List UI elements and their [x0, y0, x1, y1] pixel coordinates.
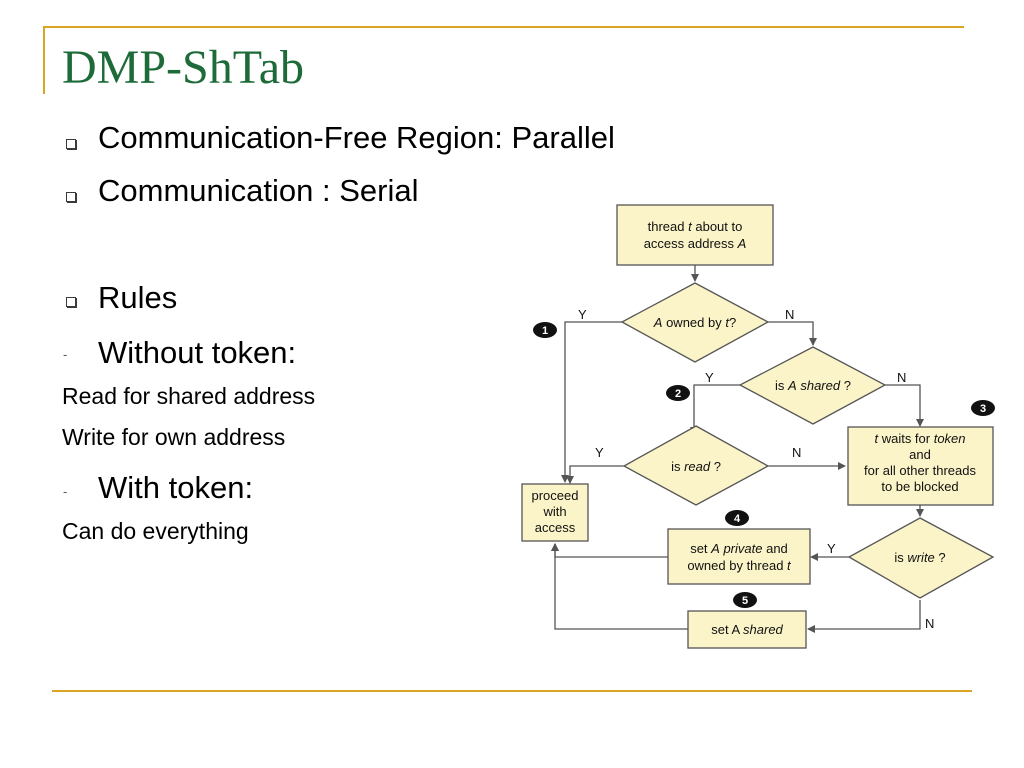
step-badge-1 [533, 322, 557, 338]
step-badge-1-number: 1 [542, 325, 548, 337]
start-box-line1: thread t about to [648, 219, 743, 234]
proceed-box-line3: access [535, 520, 576, 535]
wait-box-line3: for all other threads [864, 463, 977, 478]
proceed-box-line2: with [542, 504, 566, 519]
proceed-box-line1: proceed [532, 488, 579, 503]
step-badge-3-number: 3 [980, 403, 986, 415]
bullet-communication-free: Communication-Free Region: Parallel [98, 120, 615, 155]
set-shared-box [687, 610, 807, 649]
square-bullet-icon [66, 192, 76, 202]
wait-for-token-box [847, 426, 994, 506]
rule-read-shared: Read for shared address [62, 383, 316, 409]
decision-is-shared-label: is A shared ? [775, 378, 851, 393]
decision-owned-by-t [620, 282, 770, 363]
label-n1: N [785, 307, 794, 322]
label-n3: N [792, 445, 801, 460]
bullet-rules: Rules [98, 280, 178, 315]
decision-is-read [622, 425, 770, 506]
frame-top-rule [43, 26, 964, 28]
set-private-line2: owned by thread t [687, 558, 792, 573]
rule-can-do-everything: Can do everything [62, 518, 249, 544]
bullet-with-token: With token: [98, 470, 254, 505]
wait-box-line2: and [909, 447, 931, 462]
step-badge-4 [725, 510, 749, 526]
decision-owned-by-t-label: A owned by t? [653, 315, 736, 330]
decision-is-read-label: is read ? [671, 459, 721, 474]
dash-bullet-icon: - [63, 484, 68, 499]
start-box-line2: access address A [644, 236, 747, 251]
bullet-without-token: Without token: [98, 335, 297, 370]
decision-is-shared [738, 346, 887, 425]
step-badge-2-number: 2 [675, 388, 681, 400]
step-badge-2 [666, 385, 690, 401]
set-private-box [667, 528, 811, 585]
label-y3: Y [595, 445, 604, 460]
rule-write-own: Write for own address [62, 424, 286, 450]
label-n2: N [897, 370, 906, 385]
frame-bottom-rule [52, 690, 972, 692]
flow-connectors [551, 265, 924, 633]
square-bullet-icon [66, 139, 76, 149]
step-badge-5 [733, 592, 757, 608]
square-bullet-icon [66, 297, 76, 307]
dash-bullet-icon: - [63, 347, 68, 362]
decision-is-write-label: is write ? [894, 550, 945, 565]
wait-box-line1: t waits for token [874, 431, 965, 446]
decision-is-write [847, 517, 995, 599]
start-box [616, 204, 774, 266]
set-shared-label: set A shared [711, 622, 783, 637]
label-n4: N [925, 616, 934, 631]
label-y4: Y [827, 541, 836, 556]
proceed-with-access-box [521, 483, 589, 542]
set-private-line1: set A private and [690, 541, 788, 556]
step-badge-3 [971, 400, 995, 416]
step-badge-4-number: 4 [734, 513, 741, 525]
label-y2: Y [705, 370, 714, 385]
frame-left-rule [43, 26, 45, 94]
bullet-communication: Communication : Serial [98, 173, 419, 208]
dmp-shtab-flowchart: thread t about to access address A A own… [521, 204, 995, 649]
wait-box-line4: to be blocked [881, 479, 958, 494]
slide-title: DMP-ShTab [62, 41, 304, 94]
label-y1: Y [578, 307, 587, 322]
step-badge-5-number: 5 [742, 595, 748, 607]
